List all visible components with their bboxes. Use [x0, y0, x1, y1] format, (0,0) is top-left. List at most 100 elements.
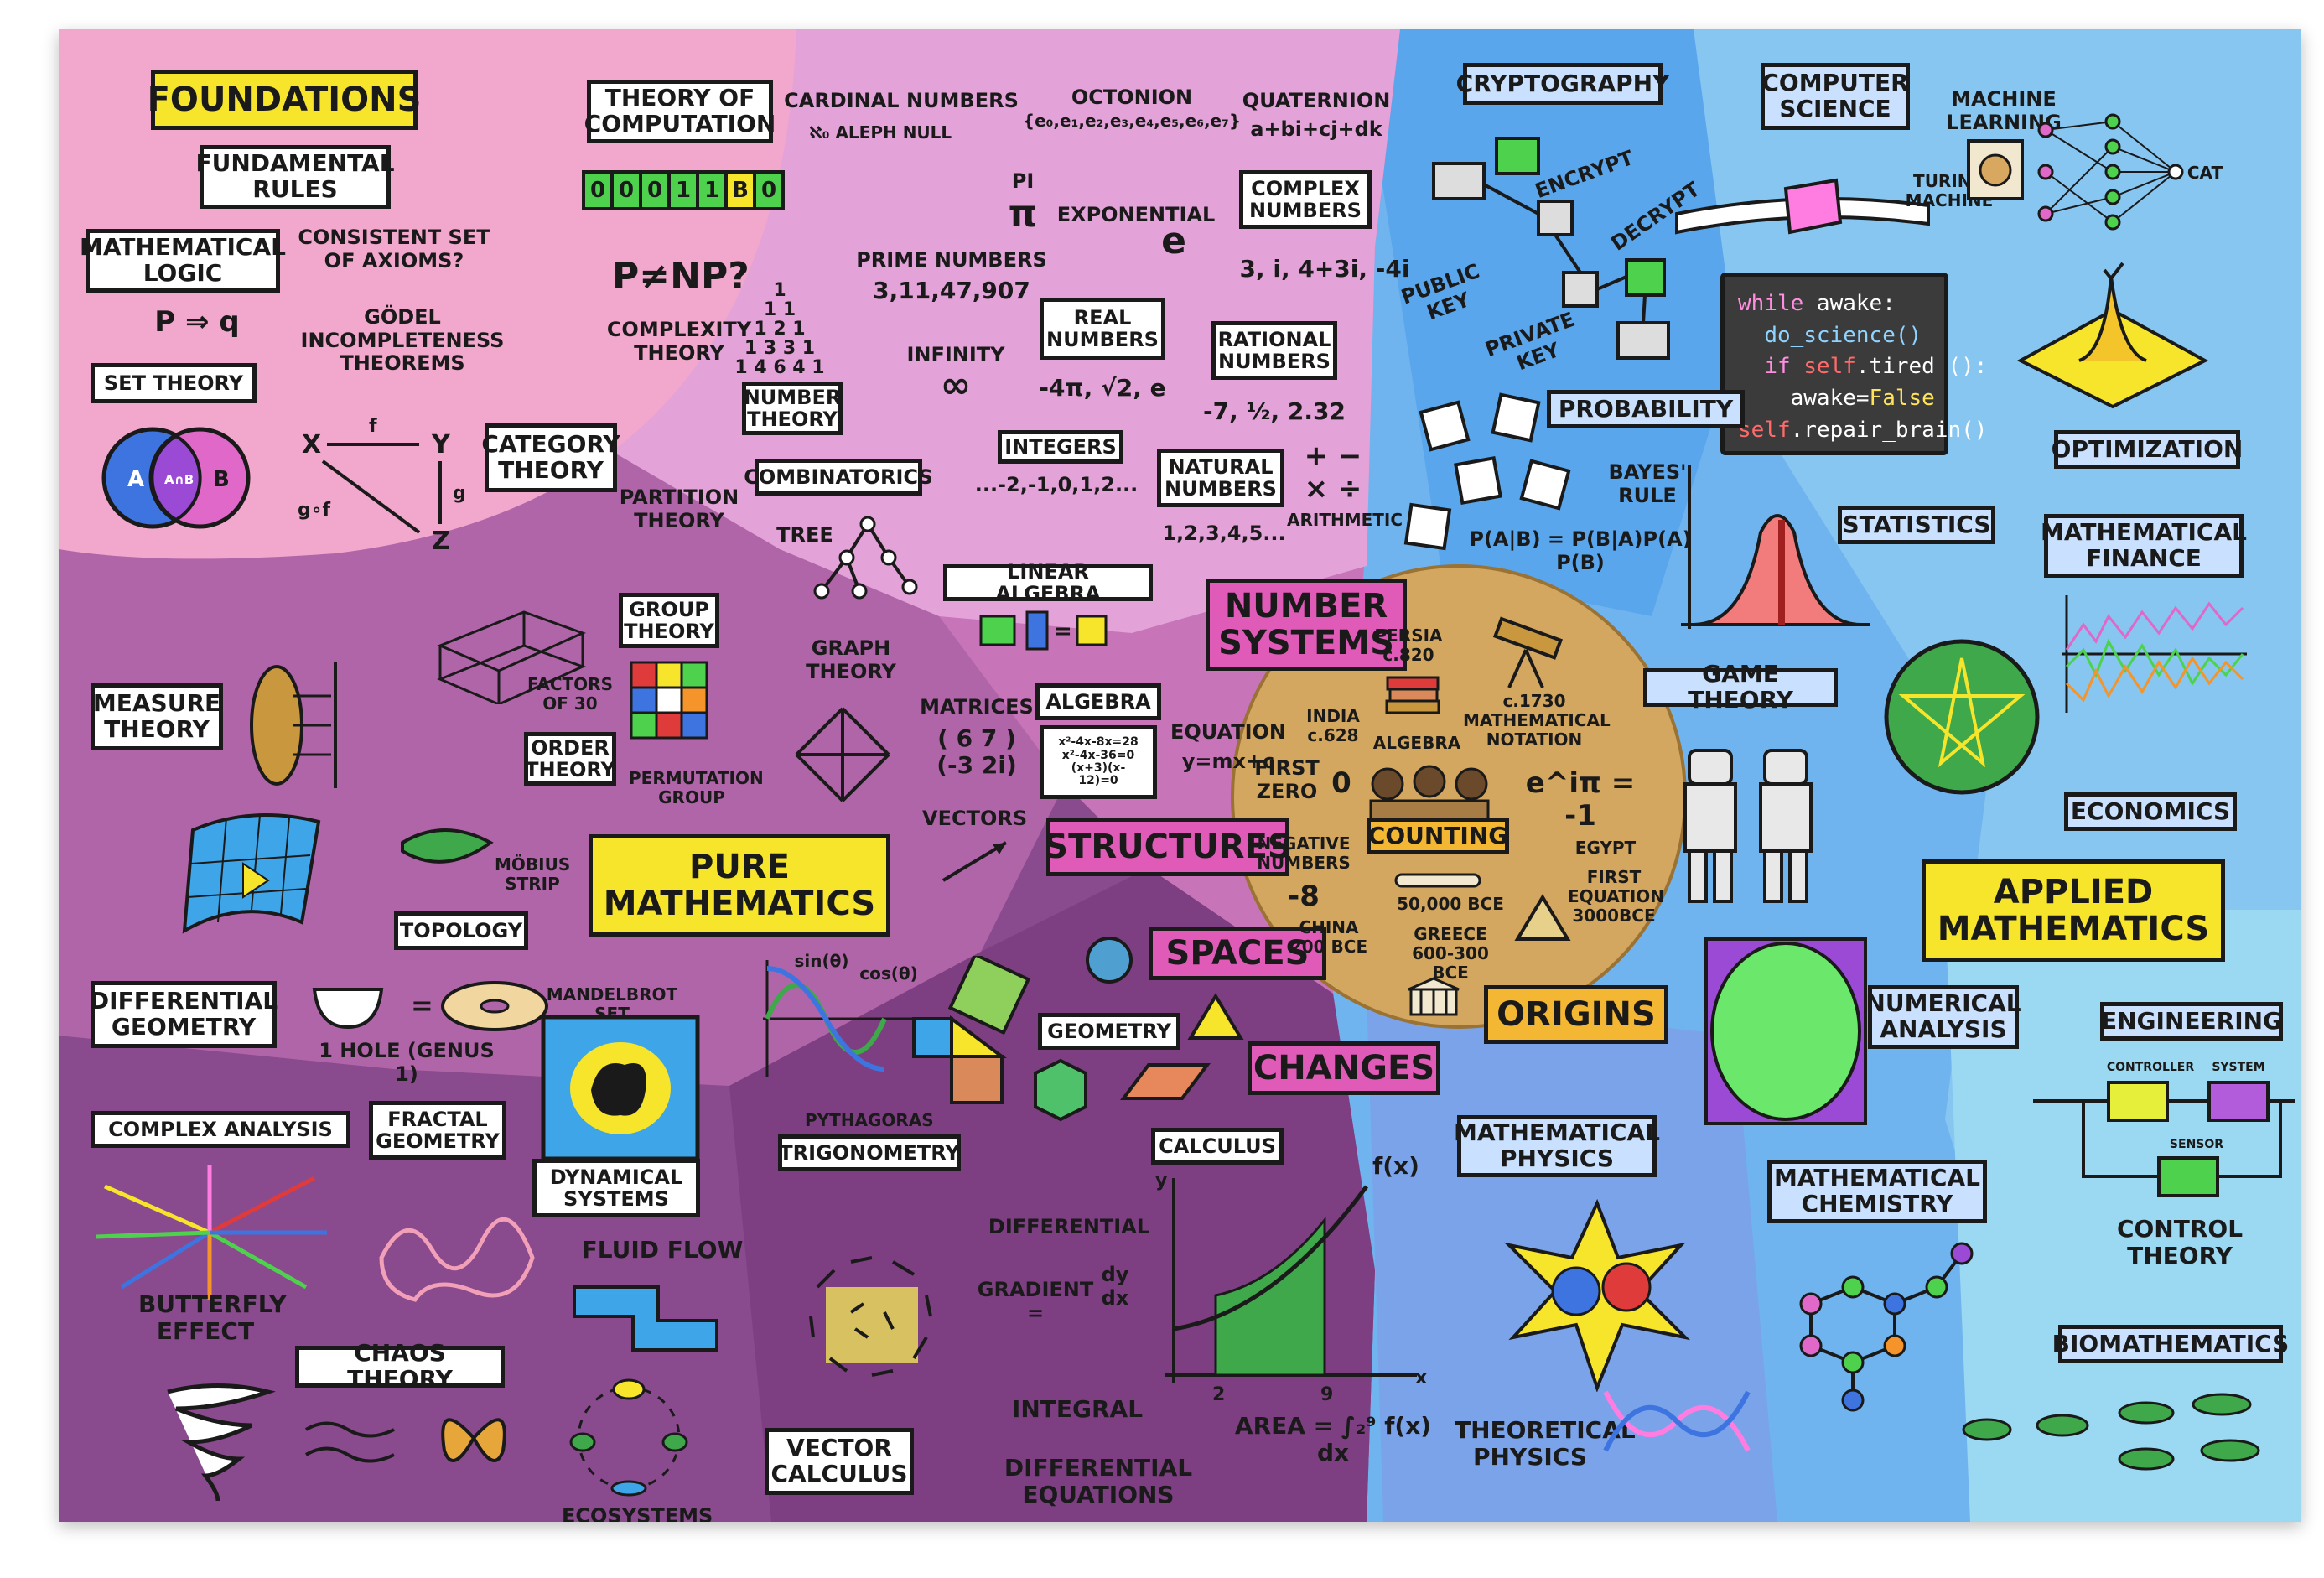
- permutation-group-text: PERMUTATION GROUP: [629, 768, 764, 807]
- code-token: False: [1869, 386, 1935, 412]
- tape-cell: 1: [696, 170, 728, 210]
- theoretical-physics-text: THEORETICAL PHYSICS: [1455, 1416, 1636, 1472]
- venn-b-text: B: [213, 467, 230, 492]
- matrices-text: MATRICES: [920, 695, 1034, 719]
- china-text: CHINA 200 BCE: [1289, 917, 1368, 957]
- gradient-frac-text: dy dx: [1101, 1263, 1129, 1310]
- cat-z-text: Z: [432, 527, 450, 556]
- pascal-row: 1 3 3 1: [744, 338, 816, 360]
- first-zero-text: FIRST ZERO: [1254, 756, 1320, 803]
- set-theory-label: SET THEORY: [91, 363, 257, 403]
- differential-geometry-grid: [182, 813, 321, 934]
- theory-of-computation-label: THEORY OF COMPUTATION: [584, 80, 776, 143]
- gradient-text: GRADIENT =: [977, 1278, 1094, 1325]
- cryptography-diagram: [1432, 137, 1670, 360]
- neg-example-text: -8: [1288, 880, 1320, 913]
- octonion-form-text: {e₀,e₁,e₂,e₃,e₄,e₅,e₆,e₇}: [1022, 111, 1242, 131]
- differential-text: DIFFERENTIAL: [988, 1215, 1150, 1238]
- complex-analysis-burst: [96, 1165, 327, 1300]
- counting-label: COUNTING: [1367, 818, 1509, 854]
- mathematical-logic-label: MATHEMATICAL LOGIC: [80, 229, 286, 293]
- axis-x-text: x: [1415, 1368, 1427, 1389]
- partition-theory-text: PARTITION THEORY: [619, 485, 739, 532]
- fundamental-rules-label: FUNDAMENTAL RULES: [195, 145, 395, 209]
- combinatorics-label: COMBINATORICS: [744, 459, 933, 496]
- pascal-row: 1 2 1: [754, 319, 806, 340]
- complex-examples-text: 3, i, 4+3i, -4i: [1239, 255, 1410, 283]
- book-stack: [1385, 676, 1440, 714]
- prime-examples-text: 3,11,47,907: [873, 277, 1030, 304]
- butterfly-drawing: [441, 1418, 506, 1462]
- integer-examples-text: ...-2,-1,0,1,2...: [974, 473, 1139, 496]
- code-token: if: [1764, 354, 1804, 380]
- machine-learning-text: MACHINE LEARNING: [1946, 87, 2062, 134]
- optimization-surface: [2016, 262, 2209, 409]
- finance-chart: [2062, 595, 2247, 713]
- persia-text: PERSIA c.820: [1374, 625, 1443, 665]
- matrix-example-text: ( 6 7 ) (-3 2i): [936, 724, 1017, 780]
- equation-text: y=mx+c: [1181, 750, 1275, 773]
- axis-2-text: 2: [1212, 1384, 1225, 1405]
- first-equation-text: FIRST EQUATION 3000BCE: [1568, 867, 1665, 926]
- tornado-drawing: [167, 1383, 276, 1502]
- octonion-text: OCTONION: [1071, 86, 1193, 109]
- code-line: awake=False: [1738, 383, 1935, 415]
- code-token: [1738, 354, 1764, 379]
- pure-mathematics-title: PURE MATHEMATICS: [589, 834, 890, 937]
- origins-algebra-text: ALGEBRA: [1372, 733, 1461, 753]
- atom-explosion: [1503, 1199, 1691, 1392]
- zero-symbol-text: 0: [1331, 766, 1351, 800]
- cat-x-text: X: [302, 430, 321, 459]
- sine-cosine-graph: [763, 960, 914, 1077]
- bayes-formula-text: P(A|B) = P(B|A)P(A) P(B): [1469, 527, 1692, 574]
- control-block-diagram: [2033, 1081, 2295, 1197]
- pascal-row: 1 1: [763, 299, 796, 321]
- linear-algebra-label: LINEAR ALGEBRA: [943, 560, 1153, 605]
- svg-text:=: =: [411, 989, 433, 1021]
- cardinal-numbers-text: CARDINAL NUMBERS: [784, 89, 1019, 112]
- measure-diagram: [250, 662, 337, 788]
- e-symbol-text: e: [1161, 220, 1186, 262]
- natural-examples-text: 1,2,3,4,5...: [1162, 522, 1286, 545]
- code-token: awake=: [1738, 386, 1870, 412]
- sensor-text: SENSOR: [2169, 1138, 2224, 1151]
- arrow-gof: [321, 459, 421, 534]
- system-text: SYSTEM: [2212, 1061, 2265, 1074]
- svg-text:=: =: [1054, 619, 1072, 644]
- axis-y-text: y: [1155, 1171, 1167, 1191]
- triangle-shape: [1187, 993, 1244, 1040]
- tape-cell: 0: [753, 170, 785, 210]
- vector-arrow: [942, 841, 1008, 882]
- code-token: self: [1803, 354, 1856, 380]
- code-line: self.repair_brain(): [1738, 415, 1987, 447]
- bayes-rule-text: BAYES' RULE: [1608, 460, 1687, 507]
- pythagoras-diagram: [912, 956, 1031, 1104]
- fractal-geometry-label: FRACTAL GEOMETRY: [369, 1101, 506, 1160]
- biomathematics-label: BIOMATHEMATICS: [2052, 1325, 2289, 1363]
- applied-mathematics-title: APPLIED MATHEMATICS: [1922, 859, 2225, 962]
- real-examples-text: -4π, √2, e: [1039, 374, 1166, 402]
- globe-economics: [1884, 639, 2040, 795]
- quaternion-form-text: a+bi+cj+dk: [1250, 117, 1382, 141]
- differential-equations-text: DIFFERENTIAL EQUATIONS: [1004, 1454, 1193, 1509]
- cos-label-text: cos(θ): [859, 963, 918, 984]
- bce50000-text: 50,000 BCE: [1397, 894, 1504, 914]
- chaos-theory-label: CHAOS THEORY: [295, 1340, 505, 1392]
- pascal-row: 1 4 6 4 1: [734, 357, 825, 379]
- cat-f-text: f: [369, 416, 377, 437]
- dna-helix: [1603, 1390, 1751, 1452]
- egypt-text: EGYPT: [1574, 838, 1637, 858]
- rational-numbers-label: RATIONAL NUMBERS: [1211, 321, 1337, 380]
- dynamical-systems-label: DYNAMICAL SYSTEMS: [532, 1159, 700, 1217]
- cat-g-text: g: [453, 483, 466, 504]
- pascal-row: 1: [773, 280, 786, 301]
- venn-intersection: [150, 433, 202, 522]
- pi-symbol-text: π: [1008, 193, 1038, 236]
- code-line: while awake:: [1738, 288, 1931, 320]
- turing-machine-drawing: [1675, 178, 1930, 235]
- tree-diagram: [813, 516, 918, 600]
- butterfly-effect-text: BUTTERFLY EFFECT: [138, 1290, 287, 1346]
- complexity-theory-text: COMPLEXITY THEORY: [606, 318, 752, 365]
- integers-label: INTEGERS: [998, 430, 1123, 464]
- greece-text: GREECE 600-300 BCE: [1412, 924, 1489, 983]
